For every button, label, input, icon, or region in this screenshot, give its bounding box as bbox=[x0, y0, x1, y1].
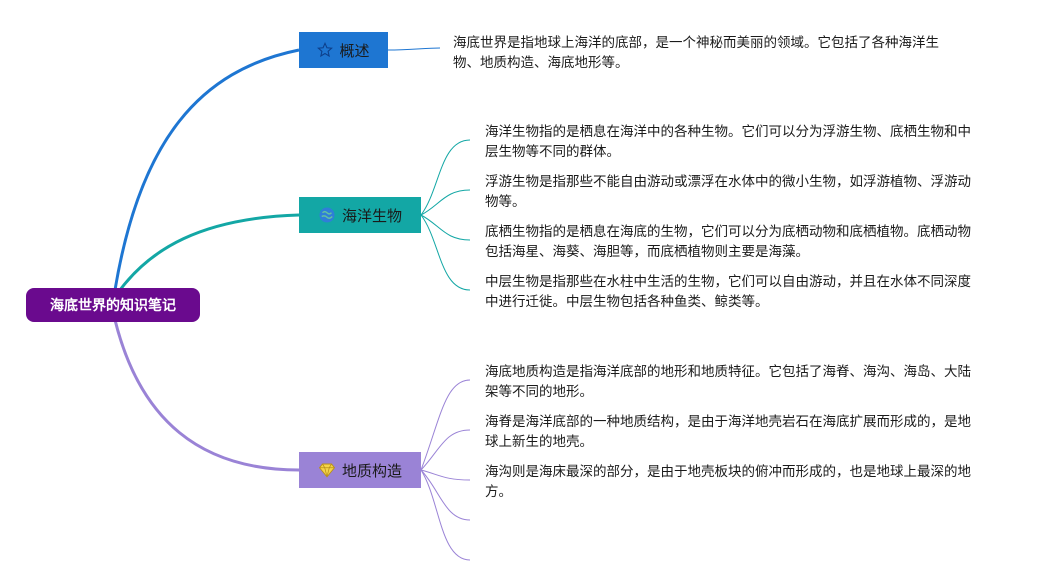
branch-marine-life-label: 海洋生物 bbox=[341, 206, 402, 225]
connector-root-overview bbox=[113, 48, 300, 291]
connector-marine-leaf-3 bbox=[420, 214, 471, 241]
globe-icon bbox=[318, 206, 336, 224]
leaf-geology-3: 海沟则是海床最深的部分，是由于地壳板块的俯冲而形成的，也是地球上最深的地方。 bbox=[485, 464, 971, 500]
branch-overview-label: 概述 bbox=[339, 41, 370, 60]
leaf-overview-1: 海底世界是指地球上海洋的底部，是一个神秘而美丽的领域。它包括了各种海洋生物、地质… bbox=[453, 35, 939, 71]
leaf-marine-1: 海洋生物指的是栖息在海洋中的各种生物。它们可以分为浮游生物、底栖生物和中层生物等… bbox=[485, 124, 971, 160]
connector-root-marine bbox=[118, 213, 300, 291]
branch-overview[interactable]: 概述 bbox=[299, 32, 388, 68]
leaf-marine-3: 底栖生物指的是栖息在海底的生物，它们可以分为底栖动物和底栖植物。底栖动物包括海星… bbox=[485, 224, 971, 260]
branch-geology[interactable]: 地质构造 bbox=[299, 452, 421, 488]
leaf-geology-2: 海脊是海洋底部的一种地质结构，是由于海洋地壳岩石在海底扩展而形成的，是地球上新生… bbox=[485, 414, 971, 450]
connector-geology-leaf-2 bbox=[420, 429, 471, 471]
star-icon bbox=[317, 42, 334, 58]
leaf-geology-1: 海底地质构造是指海洋底部的地形和地质特征。它包括了海脊、海沟、海岛、大陆架等不同… bbox=[485, 364, 971, 400]
branch-marine-life[interactable]: 海洋生物 bbox=[299, 197, 421, 233]
leaf-marine-2: 浮游生物是指那些不能自由游动或漂浮在水体中的微小生物，如浮游植物、浮游动物等。 bbox=[485, 174, 971, 210]
connector-marine-leaf-2 bbox=[420, 189, 471, 216]
connector-root-geology bbox=[113, 319, 300, 472]
connector-geology-leaf-5 bbox=[420, 469, 471, 561]
branch-geology-label: 地质构造 bbox=[341, 461, 402, 480]
root-node[interactable]: 海底世界的知识笔记 bbox=[26, 288, 200, 322]
connector-geology-leaf-1 bbox=[420, 379, 471, 471]
connector-geology-leaf-4 bbox=[420, 469, 471, 521]
connector-marine-leaf-4 bbox=[420, 214, 471, 291]
connector-marine-leaf-1 bbox=[420, 139, 471, 216]
diamond-icon bbox=[318, 462, 336, 478]
leaf-marine-4: 中层生物是指那些在水柱中生活的生物，它们可以自由游动，并且在水体不同深度中进行迁… bbox=[485, 274, 971, 310]
connector-overview-leaf bbox=[387, 47, 441, 51]
connector-geology-leaf-3 bbox=[420, 469, 471, 481]
root-label: 海底世界的知识笔记 bbox=[50, 298, 176, 314]
